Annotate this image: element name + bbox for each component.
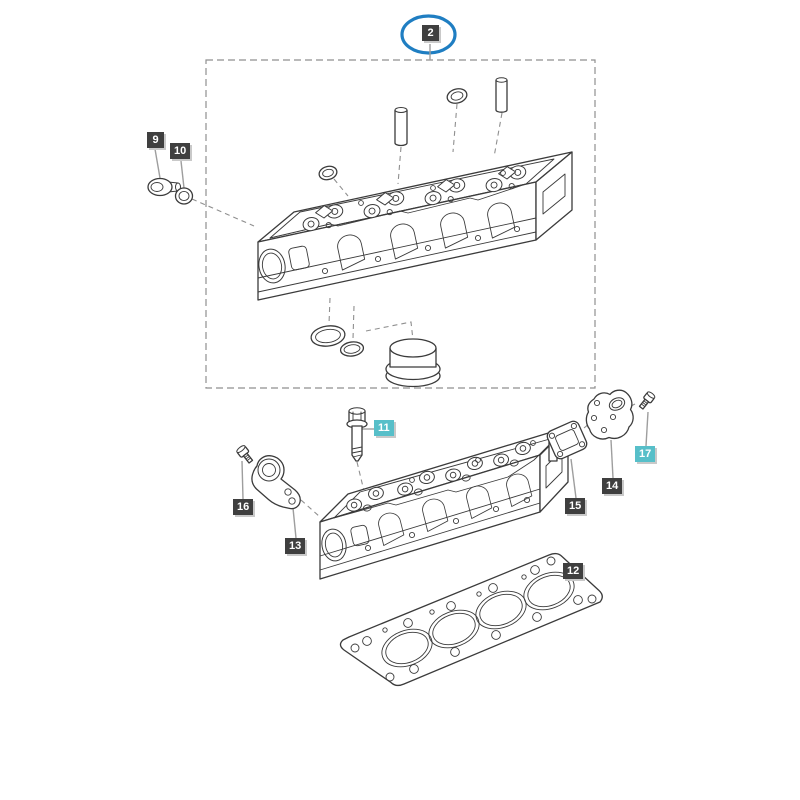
- part-drawing-9: [147, 177, 181, 197]
- callout-2[interactable]: 2: [422, 25, 439, 41]
- callout-12[interactable]: 12: [563, 563, 584, 579]
- part-drawing-13: [251, 455, 301, 510]
- callout-17[interactable]: 17: [635, 446, 656, 462]
- part-drawing-14: [585, 389, 634, 440]
- part-drawing-cylinder-head-lower: [319, 426, 569, 580]
- callout-2-highlight-circle: [400, 14, 457, 55]
- part-drawing-cylinder-head-top: [257, 151, 573, 301]
- part-drawing-valve-guides-and-seals: [318, 77, 508, 181]
- callout-14[interactable]: 14: [602, 478, 623, 494]
- callout-9[interactable]: 9: [147, 132, 164, 148]
- callout-11[interactable]: 11: [374, 420, 394, 436]
- callout-leader-lines: [154, 44, 649, 579]
- part-drawing-16: [236, 445, 254, 464]
- part-drawing-17: [638, 391, 656, 410]
- part-drawing-15: [546, 420, 588, 460]
- callout-10[interactable]: 10: [170, 143, 191, 159]
- part-drawing-10: [174, 187, 194, 205]
- callout-15[interactable]: 15: [565, 498, 586, 514]
- assembly-group-dashed-box: [205, 59, 596, 389]
- callout-16[interactable]: 16: [233, 499, 254, 515]
- part-drawing-11: [346, 407, 368, 462]
- part-drawing-cup-plug: [385, 338, 441, 388]
- callout-13[interactable]: 13: [285, 538, 306, 554]
- part-drawing-12: [339, 552, 603, 687]
- part-drawing-seal-rings: [310, 325, 365, 357]
